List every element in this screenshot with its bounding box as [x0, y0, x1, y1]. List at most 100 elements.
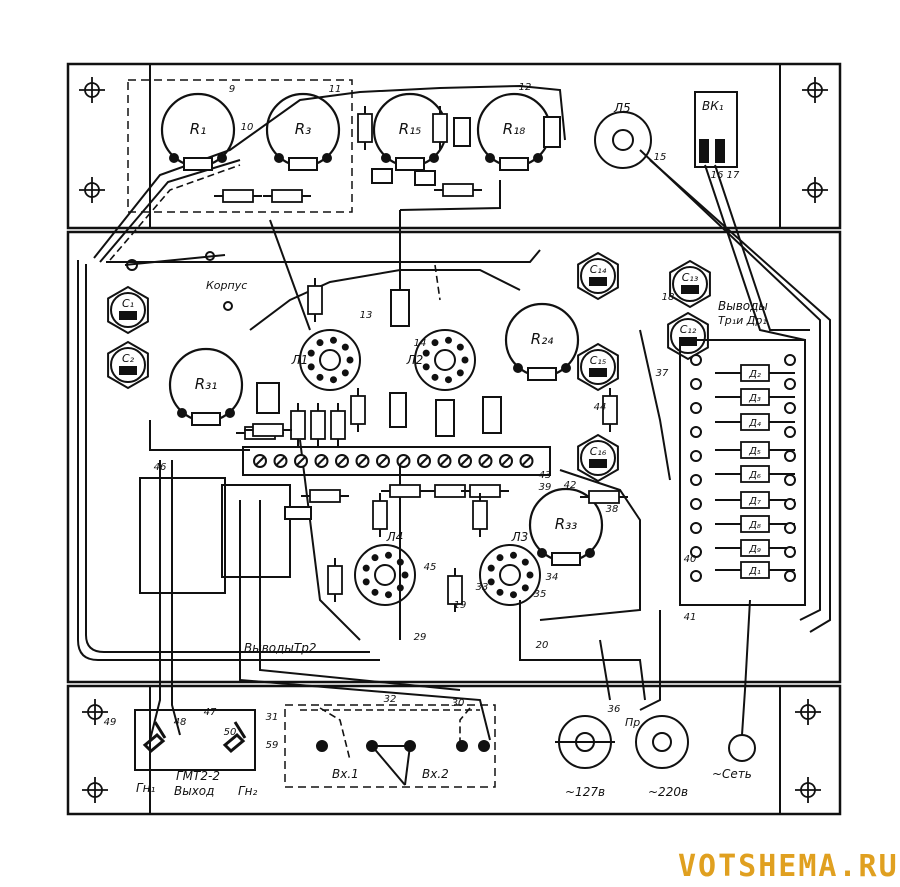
res-r16 [350, 388, 366, 432]
pot-r18: R₁₈ [476, 92, 552, 171]
tube-l4: Л4 [354, 530, 416, 606]
terminal-strip [242, 446, 551, 476]
watermark: VOTSHEMA.RU [678, 849, 899, 883]
wire-number: 13 [360, 310, 373, 321]
wire-number: 20 [536, 640, 549, 651]
label-gn1: Гн₁ [136, 781, 156, 795]
cap-c10 [482, 396, 502, 434]
label-vyvody-tr2: ВыводыТр2 [244, 641, 316, 655]
dashed-wires [109, 164, 480, 761]
wire-number: 50 [224, 727, 237, 738]
tube-l3: Л3 [479, 530, 541, 606]
cap-c14: C₁₄ [577, 251, 619, 301]
res-r2 [214, 189, 262, 203]
wire-number: 41 [684, 612, 697, 623]
wire-number: 43 [539, 470, 552, 481]
pot-r3-label: R₃ [295, 120, 311, 138]
cap-c2: C₂ [107, 340, 149, 390]
wire-number: 15 [654, 152, 667, 163]
cap-c1-label: C₁ [122, 297, 134, 310]
wire-number: 49 [104, 717, 117, 728]
wire-number: 18 [662, 292, 675, 303]
resistors [214, 106, 628, 612]
wire-number: 42 [564, 480, 577, 491]
wire-number: 59 [266, 740, 279, 751]
label-l5: Л5 [613, 101, 631, 115]
wire-number: 9 [229, 84, 235, 95]
wire-number: 33 [476, 582, 489, 593]
res-r4 [263, 189, 311, 203]
wire-number: 37 [656, 368, 669, 379]
wire-number: 47 [204, 707, 217, 718]
dashed-block-inputs [284, 704, 496, 788]
box-capacitors [256, 116, 561, 520]
wire-number: 40 [684, 554, 697, 565]
res-r26 [461, 484, 509, 498]
diode-7: Д₇ [715, 491, 795, 509]
res-r35 [447, 568, 463, 612]
diode-label-8: Д₈ [748, 520, 761, 531]
label-127v: ~127в [565, 785, 605, 799]
res-r32 [244, 423, 292, 437]
label-set: ~Сеть [712, 767, 752, 781]
input-jacks [316, 740, 490, 786]
lamp-l5 [594, 111, 652, 169]
wire-number: 14 [414, 338, 427, 349]
cap-c6 [371, 168, 393, 184]
pot-r24: R₂₄ [504, 302, 580, 381]
res-r28 [434, 183, 482, 197]
diode-8: Д₈ [715, 515, 795, 533]
label-vk1: ВК₁ [702, 99, 724, 113]
diode-6: Д₆ [715, 465, 795, 483]
ground-pins [124, 251, 233, 311]
cap-c11 [389, 392, 407, 428]
cap-c13-label: C₁₃ [682, 271, 699, 284]
diode-4: Д₄ [715, 413, 795, 431]
res-r5 [381, 484, 429, 498]
label-korpus: Корпус [206, 279, 247, 292]
res-r10 [310, 403, 326, 447]
cap-c9 [435, 399, 455, 437]
wire-number: 10 [241, 122, 254, 133]
wire-number: 36 [608, 704, 621, 715]
diode-label-3: Д₃ [748, 393, 761, 404]
tr2-terminal-boxes [139, 477, 291, 594]
wire-number: 32 [384, 694, 397, 705]
wire-number: 46 [154, 462, 167, 473]
wire-number: 30 [452, 698, 465, 709]
cap-c4 [390, 289, 410, 327]
pot-r24-label: R₂₄ [531, 330, 553, 348]
cap-c2-label: C₂ [122, 352, 135, 365]
tube-l2-label: Л2 [406, 353, 424, 367]
label-vyvody: Выводы [718, 299, 768, 313]
tube-l4-label: Л4 [386, 530, 404, 544]
res-r17 [357, 106, 373, 150]
tube-l1: Л1 [291, 329, 361, 391]
res-r27 [372, 493, 388, 537]
label-220v: ~220в [648, 785, 688, 799]
diode-label-6: Д₆ [748, 470, 761, 481]
cap-c7 [453, 117, 471, 147]
cap-c16-label: C₁₆ [590, 445, 607, 458]
tube-l2: Л2 [406, 329, 476, 391]
cap-c8 [543, 116, 561, 148]
pot-r18-label: R₁₈ [503, 120, 525, 138]
res-r25 [580, 490, 628, 504]
label-tr1-dr1: Тр₁и Др₁ [718, 314, 767, 327]
diode-label-4: Д₄ [748, 418, 761, 429]
pot-r15-label: R₁₅ [399, 120, 421, 138]
res-r34 [602, 388, 618, 432]
pot-r33-label: R₃₃ [555, 515, 577, 533]
wire-number: 48 [174, 717, 187, 728]
label-vx1: Вх.1 [332, 767, 359, 781]
label-vyhod: Выход [174, 784, 214, 798]
wire-number: 16 [711, 170, 724, 181]
wire-number: 11 [329, 84, 342, 95]
pot-r31: R₃₁ [168, 347, 244, 426]
mains-fuses [555, 715, 756, 769]
diode-3: Д₃ [715, 388, 795, 406]
